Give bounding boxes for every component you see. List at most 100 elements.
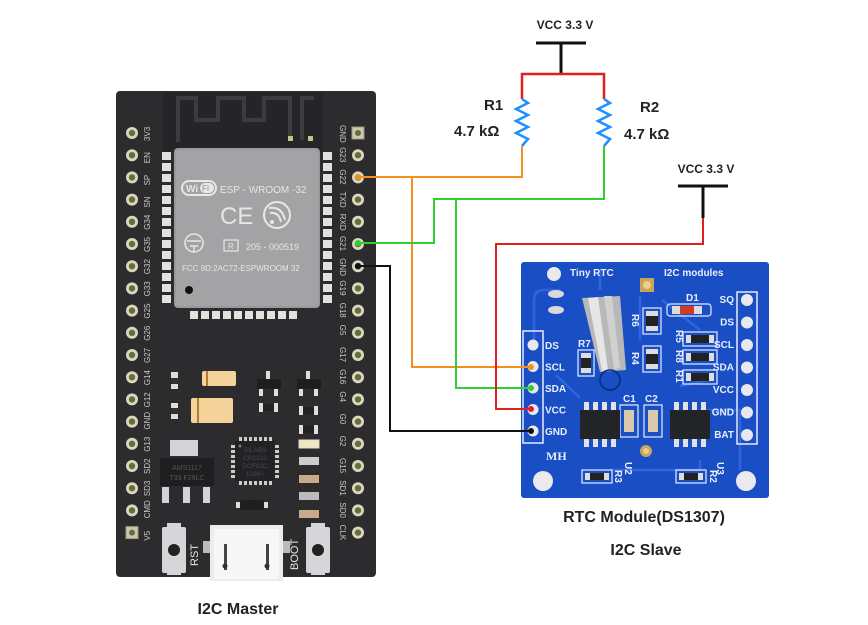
capacitor-c2: C2 — [643, 394, 663, 438]
brand-label: MH — [546, 449, 567, 463]
svg-text:R3: R3 — [612, 470, 623, 483]
header-pin[interactable] — [352, 282, 364, 295]
module-pad — [162, 295, 171, 303]
boot-button[interactable] — [306, 523, 330, 575]
rtc-pin[interactable] — [741, 316, 753, 329]
pin-label: G25 — [143, 303, 152, 319]
header-pin[interactable] — [352, 393, 364, 406]
header-pin[interactable] — [126, 504, 138, 517]
pin-label: G26 — [143, 325, 152, 341]
rtc-pin[interactable] — [527, 339, 539, 351]
svg-text:R1: R1 — [673, 370, 684, 383]
pin-label: G15 — [338, 458, 347, 474]
pin-label: G32 — [143, 259, 152, 275]
pin-label: SD1 — [338, 480, 347, 496]
rtc-pin[interactable] — [741, 294, 753, 306]
header-pin[interactable] — [352, 415, 364, 428]
header-pin[interactable] — [126, 349, 138, 361]
rtc-pin[interactable] — [741, 361, 753, 374]
header-pin[interactable] — [126, 482, 138, 495]
header-pin[interactable] — [352, 437, 364, 450]
rst-label: RST — [189, 544, 201, 566]
header-pin[interactable] — [126, 460, 138, 472]
pin-label: GND — [338, 258, 347, 276]
header-pin[interactable] — [126, 193, 138, 206]
module-pads-right — [323, 152, 332, 303]
svg-text:Fi: Fi — [202, 184, 209, 193]
module-pad — [289, 311, 297, 319]
header-pin[interactable] — [125, 526, 139, 540]
rtc-pin[interactable] — [741, 429, 753, 441]
header-pin[interactable] — [352, 215, 364, 228]
header-pin[interactable] — [352, 326, 364, 339]
header-pin[interactable] — [126, 393, 138, 406]
mounting-hole — [547, 267, 561, 281]
rtc-pin-label: SDA — [713, 363, 734, 374]
pin-label: G21 — [338, 236, 347, 252]
diode-d1: D1 — [666, 293, 712, 317]
micro-usb-port[interactable] — [203, 525, 290, 581]
smd-resistor: R8 — [673, 349, 718, 365]
vcc-top-label: VCC 3.3 V — [537, 18, 594, 32]
header-pin[interactable] — [352, 482, 364, 495]
pin-label: CLK — [338, 525, 347, 541]
pin-label: G23 — [338, 147, 347, 163]
header-pin[interactable] — [352, 304, 364, 317]
header-pin[interactable] — [126, 238, 138, 250]
svg-text:1036+: 1036+ — [246, 471, 264, 478]
header-pin[interactable] — [126, 326, 138, 339]
header-pin[interactable] — [126, 371, 138, 384]
module-pad — [190, 311, 198, 319]
pin-label: TXD — [338, 192, 347, 208]
module-pad — [162, 240, 171, 248]
pin-label: CMD — [143, 500, 152, 518]
svg-text:Wi: Wi — [186, 184, 198, 195]
rtc-pin[interactable] — [741, 406, 753, 419]
rtc-pin-label: SQ — [720, 295, 735, 306]
header-pin[interactable] — [352, 371, 364, 384]
header-pin[interactable] — [352, 526, 364, 539]
pullup-rail — [520, 72, 606, 99]
header-pin[interactable] — [126, 127, 138, 139]
telec-mark-icon — [184, 233, 204, 253]
module-pad — [323, 152, 332, 160]
header-pin[interactable] — [126, 437, 138, 450]
vcc-rtc-label: VCC 3.3 V — [678, 162, 735, 176]
svg-text:DCF02C: DCF02C — [242, 463, 268, 470]
rtc-pin-label: DS — [720, 318, 734, 329]
module-pad — [162, 163, 171, 171]
wire-vcc — [495, 218, 704, 410]
wire-sda-pullup — [358, 146, 605, 244]
ce-mark-icon: CE — [220, 203, 253, 230]
header-pin[interactable] — [352, 504, 364, 517]
header-pin[interactable] — [126, 149, 138, 162]
header-pin[interactable] — [126, 260, 138, 273]
header-pin[interactable] — [126, 171, 138, 184]
module-pad — [162, 207, 171, 215]
ic-u3-eeprom — [670, 402, 710, 447]
header-pin[interactable] — [126, 282, 138, 295]
header-pin[interactable] — [351, 126, 365, 140]
module-pad — [323, 218, 332, 226]
header-pin[interactable] — [126, 304, 138, 317]
pin-label: 3V3 — [143, 126, 152, 141]
smd-resistor: R4 — [629, 345, 662, 373]
rst-button[interactable] — [162, 523, 186, 575]
module-pad — [162, 218, 171, 226]
pin-label: G17 — [338, 347, 347, 363]
header-pin[interactable] — [352, 460, 364, 472]
svg-text:C2: C2 — [645, 394, 658, 405]
pin-label: G22 — [338, 169, 347, 185]
header-pin[interactable] — [126, 415, 138, 428]
rtc-pin[interactable] — [741, 339, 753, 351]
header-pin[interactable] — [126, 215, 138, 228]
r2-name: R2 — [640, 99, 659, 116]
header-pin[interactable] — [352, 349, 364, 361]
header-pin[interactable] — [352, 193, 364, 206]
module-pad — [278, 311, 286, 319]
smd-resistor: R7 — [577, 339, 595, 377]
rtc-pin[interactable] — [741, 384, 753, 396]
wire-sda — [455, 199, 531, 389]
header-pin[interactable] — [352, 149, 364, 162]
